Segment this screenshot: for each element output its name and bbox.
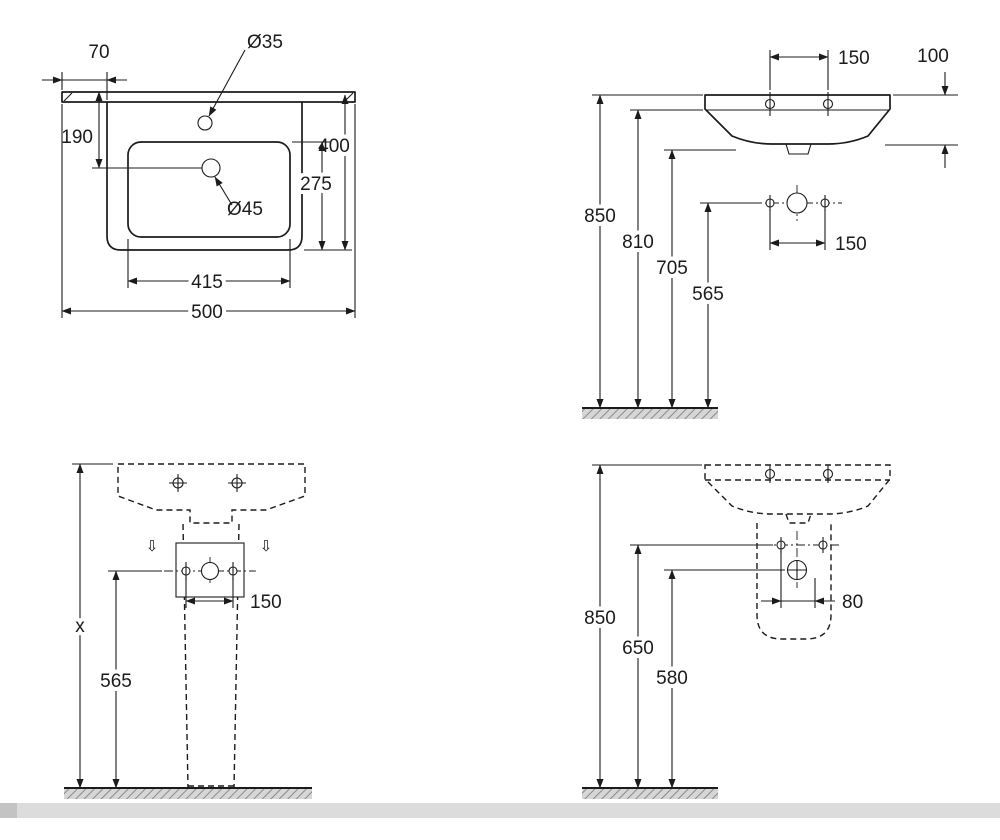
scrollbar-thumb[interactable] bbox=[0, 803, 17, 818]
dim-tap-hole-setback: 190 bbox=[61, 91, 202, 169]
waste-hole bbox=[201, 158, 221, 178]
back-ledge bbox=[61, 91, 356, 103]
dim-label-tap-hole-spacing: 150 bbox=[838, 48, 870, 69]
dim-label-waste-hole-spacing: 150 bbox=[835, 234, 867, 255]
dim-label-front-edge-height: 100 bbox=[917, 46, 949, 67]
dim-label-waste-height: 565 bbox=[692, 284, 724, 305]
basin-outline bbox=[106, 102, 303, 251]
dim-overall-width: 500 bbox=[61, 104, 356, 327]
dim-label-rim-height: 850 bbox=[584, 608, 616, 629]
dim-label-waste-height: 580 bbox=[656, 668, 688, 689]
dim-waste-height-565: 565 bbox=[688, 202, 762, 409]
waste-fitting bbox=[164, 557, 256, 585]
dim-label-fixing-height: 650 bbox=[622, 638, 654, 659]
dim-label-waste-offset: 80 bbox=[842, 592, 863, 613]
basin-profile bbox=[704, 94, 891, 145]
dim-bowl-depth: 275 bbox=[292, 141, 336, 251]
dim-label-bowl-depth: 275 bbox=[300, 174, 332, 195]
floor-symbol bbox=[582, 407, 718, 419]
leader-waste-hole: Ø45 bbox=[214, 176, 263, 220]
mounting-arrow-icon: ⇩ bbox=[260, 538, 273, 555]
dim-label-fixing-hole-spacing: 150 bbox=[250, 592, 282, 613]
dim-rim-height-850: 850 bbox=[580, 94, 703, 409]
waste-fitting bbox=[753, 185, 842, 221]
dim-rim-height-x: x bbox=[71, 463, 113, 789]
dim-ledge-offset: 70 bbox=[42, 42, 127, 100]
dim-underside-height-810: 810 bbox=[618, 109, 703, 409]
washbasin-dimension-drawing: Ø35 Ø45 70 190 400 bbox=[42, 32, 958, 799]
tap-marks bbox=[764, 92, 834, 116]
dim-waste-height-565: 565 bbox=[96, 570, 162, 789]
dim-bowl-width: 415 bbox=[127, 239, 291, 297]
front-pedestal-view: ⇩ ⇩ 150 x bbox=[64, 463, 312, 799]
dim-rim-height-850: 850 bbox=[580, 464, 702, 789]
dim-label-bowl-width: 415 bbox=[191, 272, 223, 293]
dim-label-ledge-offset: 70 bbox=[88, 42, 109, 63]
dim-overall-depth: 400 bbox=[304, 94, 354, 251]
waste-fitting bbox=[762, 531, 842, 588]
bowl-outline bbox=[127, 141, 291, 238]
dim-basin-bottom-height-705: 705 bbox=[652, 149, 736, 409]
basin-hidden-outline bbox=[117, 463, 306, 524]
dim-waste-offset: 80 bbox=[761, 551, 863, 613]
floor-symbol bbox=[64, 787, 312, 799]
dim-fixing-height-650: 650 bbox=[618, 544, 773, 789]
dim-front-edge-height: 100 bbox=[885, 46, 958, 168]
dim-label-rim-height: 850 bbox=[584, 206, 616, 227]
front-elevation-view: 150 100 150 bbox=[580, 46, 958, 419]
tap-marks bbox=[169, 474, 246, 492]
tap-hole bbox=[197, 115, 213, 131]
side-elevation-view: 80 850 650 580 bbox=[580, 464, 891, 799]
mounting-arrow-icon: ⇩ bbox=[146, 538, 159, 555]
dim-label-rim-height: x bbox=[75, 616, 85, 637]
dim-label-waste-hole-diameter: Ø45 bbox=[227, 199, 263, 220]
basin-hidden-profile bbox=[704, 464, 891, 515]
leader-tap-hole: Ø35 bbox=[208, 32, 283, 117]
floor-symbol bbox=[582, 787, 718, 799]
dim-tap-hole-spacing: 150 bbox=[769, 48, 870, 90]
waste-boss bbox=[785, 143, 812, 155]
plan-view: Ø35 Ø45 70 190 400 bbox=[42, 32, 356, 327]
dim-label-underside-height: 810 bbox=[622, 232, 654, 253]
dim-fixing-hole-spacing: 150 bbox=[185, 577, 282, 613]
dim-label-basin-bottom-height: 705 bbox=[656, 258, 688, 279]
dim-waste-hole-spacing: 150 bbox=[769, 209, 867, 255]
siphon-cover-hidden-outline bbox=[756, 523, 832, 640]
dim-label-tap-hole-diameter: Ø35 bbox=[247, 32, 283, 53]
tap-marks bbox=[764, 465, 834, 483]
dim-label-overall-width: 500 bbox=[191, 302, 223, 323]
dim-label-tap-hole-setback: 190 bbox=[61, 127, 93, 148]
dim-label-overall-depth: 400 bbox=[318, 136, 350, 157]
waste-boss-hidden bbox=[785, 513, 812, 524]
dim-waste-height-580: 580 bbox=[652, 569, 785, 789]
horizontal-scrollbar[interactable] bbox=[0, 803, 1000, 818]
dim-label-waste-height: 565 bbox=[100, 671, 132, 692]
